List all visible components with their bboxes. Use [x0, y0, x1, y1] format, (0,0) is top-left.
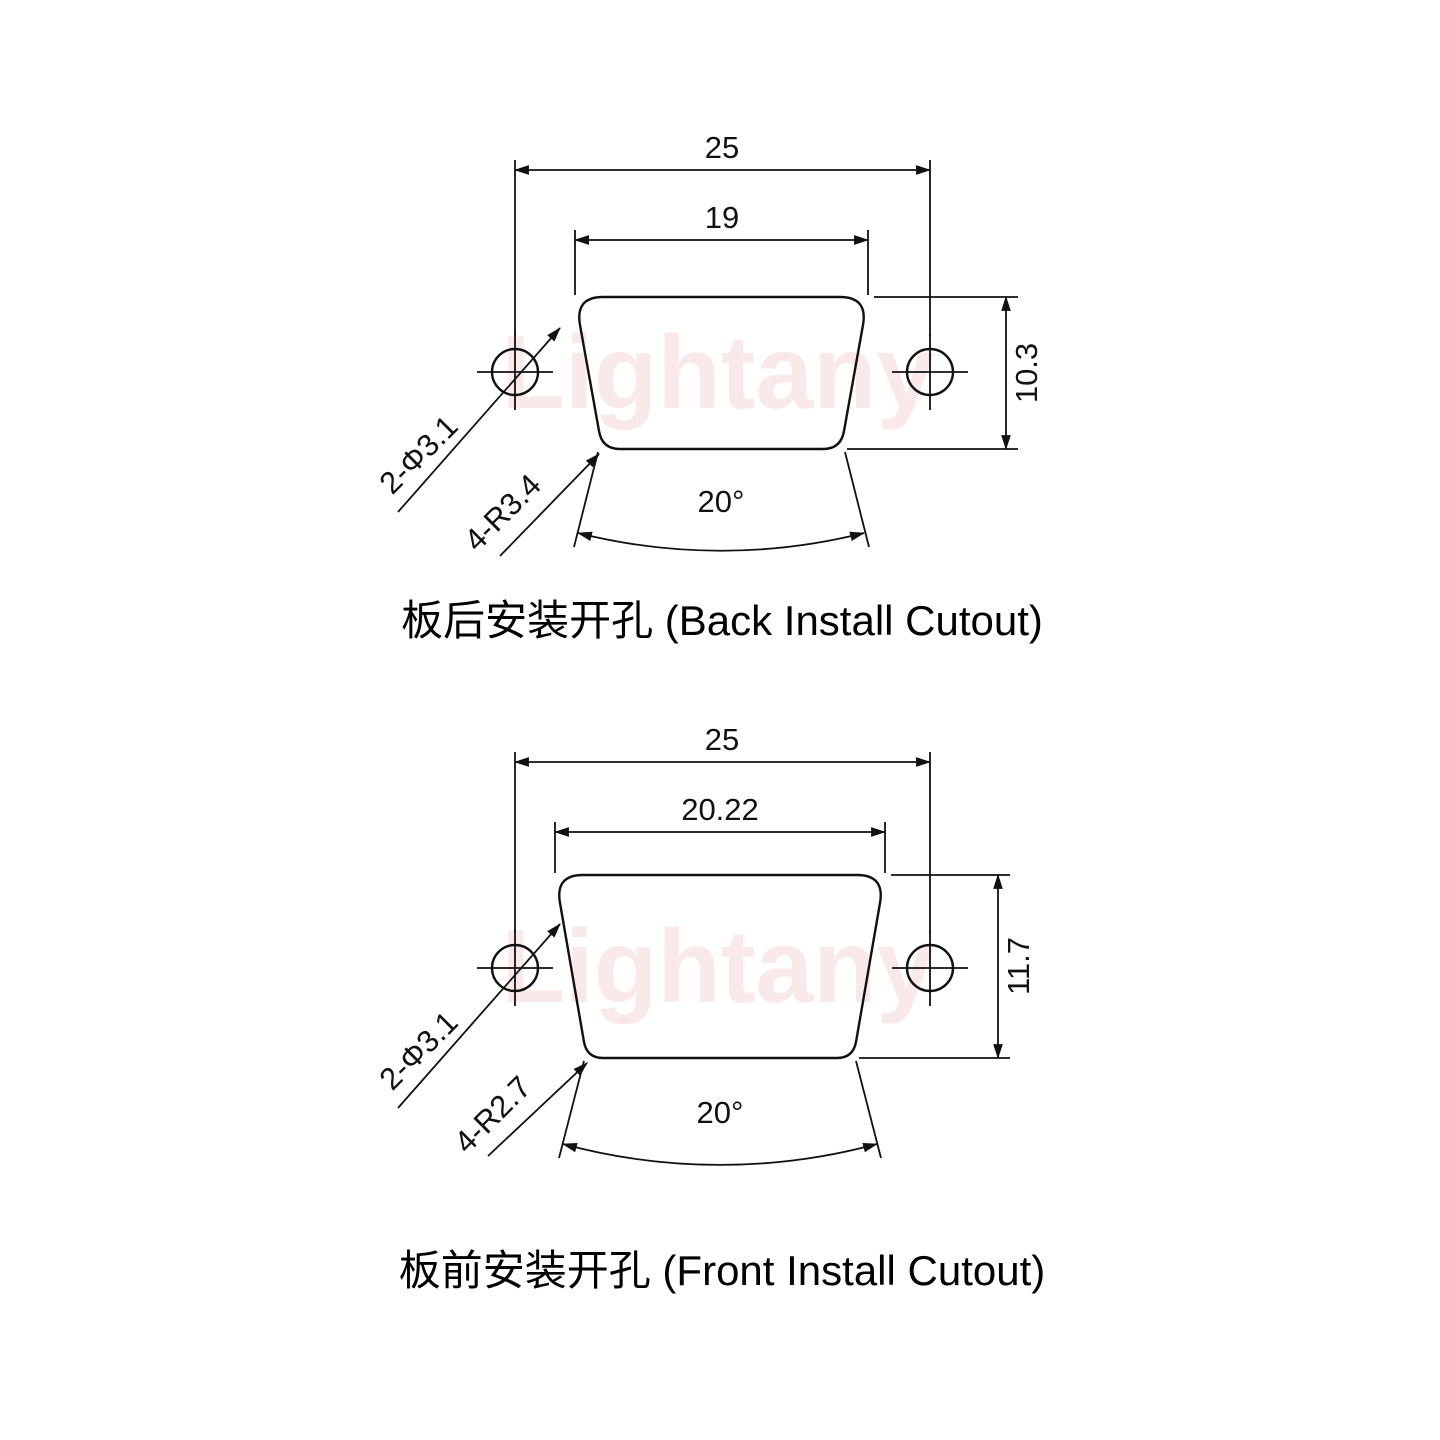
- dim-overall-width-value: 25: [705, 130, 739, 165]
- mounting-hole-right: [892, 334, 968, 410]
- dim-top-width: 19: [573, 200, 870, 295]
- mounting-hole-right: [892, 930, 968, 1006]
- mounting-hole-left: [477, 334, 553, 410]
- label-radius: 4-R3.4: [457, 467, 548, 558]
- mounting-hole-left: [477, 930, 553, 1006]
- dim-overall-width: 25: [513, 130, 932, 336]
- dim-height: 11.7: [859, 873, 1036, 1060]
- dim-height-value: 10.3: [1009, 343, 1044, 403]
- cutout-outline: [558, 873, 882, 1060]
- dim-overall-width: 25: [513, 722, 932, 932]
- diagram-title: 板后安装开孔 (Back Install Cutout): [401, 597, 1043, 644]
- angle-dimension: 20°: [573, 451, 870, 552]
- dim-top-width-value: 20.22: [681, 792, 759, 827]
- dim-height: 10.3: [847, 295, 1044, 451]
- front-cutout-diagram: Lightany 25 20.22: [372, 722, 1045, 1294]
- back-cutout-diagram: Lightany 25 19: [372, 130, 1044, 644]
- label-radius: 4-R2.7: [447, 1069, 538, 1160]
- cutout-outline: [578, 295, 865, 451]
- watermark-text: Lightany: [501, 315, 934, 431]
- dim-top-width-value: 19: [705, 200, 739, 235]
- dim-overall-width-value: 25: [705, 722, 739, 757]
- leader-radius: 4-R3.4: [457, 453, 600, 558]
- label-angle: 20°: [698, 484, 745, 519]
- label-holes: 2-Φ3.1: [372, 1004, 464, 1096]
- diagram-title: 板前安装开孔 (Front Install Cutout): [399, 1247, 1045, 1294]
- dim-height-value: 11.7: [1001, 937, 1036, 995]
- dim-top-width: 20.22: [553, 792, 887, 873]
- angle-dimension: 20°: [558, 1060, 882, 1166]
- label-angle: 20°: [697, 1095, 744, 1130]
- label-holes: 2-Φ3.1: [372, 408, 464, 500]
